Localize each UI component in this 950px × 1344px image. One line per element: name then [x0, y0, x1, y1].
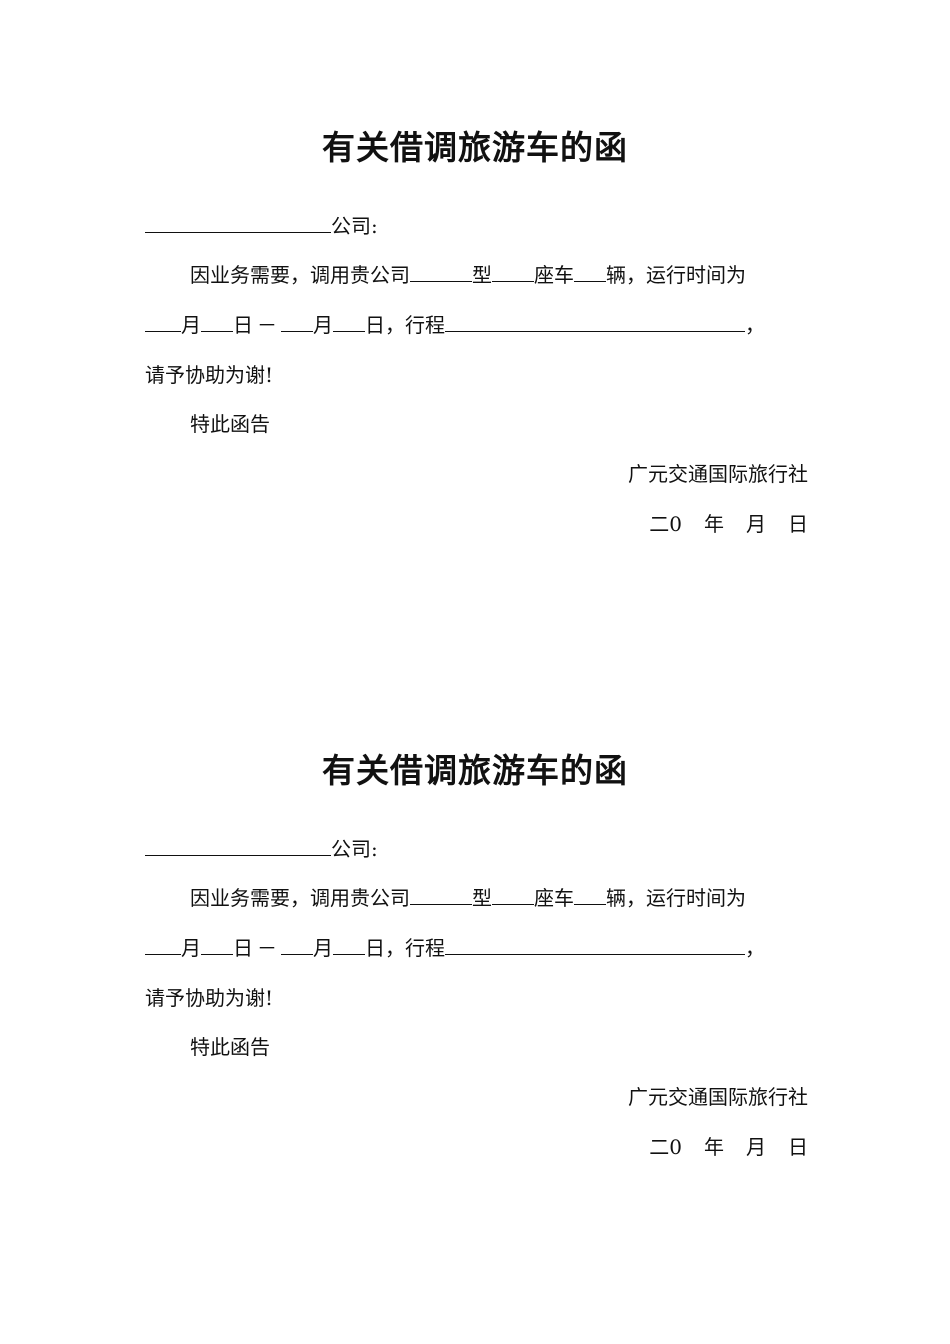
start-month-blank — [145, 311, 181, 332]
seat-unit: 座车 — [534, 263, 574, 287]
addressee-suffix: 公司: — [331, 837, 378, 861]
end-month-blank — [281, 934, 313, 955]
vehicle-count-blank — [574, 261, 606, 282]
model-blank — [410, 261, 472, 282]
closing-text: 特此函告 — [190, 412, 270, 436]
signature-org: 广元交通国际旅行社 — [628, 462, 808, 486]
start-day-blank — [201, 311, 233, 332]
start-month-label: 月 — [181, 313, 201, 337]
signature-org: 广元交通国际旅行社 — [628, 1085, 808, 1109]
addressee-line: 公司: — [145, 212, 810, 240]
body-line-2: 月 日－ 月 日，行程 ， — [145, 311, 810, 339]
itinerary-blank — [445, 311, 745, 332]
trailing-comma: ， — [745, 313, 765, 337]
body-intro: 因业务需要，调用贵公司 — [190, 263, 410, 287]
date-prefix: 二0 — [649, 1135, 682, 1159]
letter-1: 有关借调旅游车的函 公司: 因业务需要，调用贵公司型座车辆，运行时间为 月日－月… — [0, 0, 950, 536]
vehicle-count-blank — [574, 884, 606, 905]
date-prefix: 二0 — [649, 512, 682, 536]
date-line: 二0 年月日 — [500, 1133, 808, 1161]
letter-title: 有关借调旅游车的函 — [322, 751, 628, 790]
itinerary-label: 日，行程 — [365, 313, 445, 337]
body-line-1: 因业务需要，调用贵公司 型 座车 辆，运行时间为 — [190, 261, 810, 289]
model-unit: 型 — [472, 886, 492, 910]
start-day-label: 日 — [233, 313, 253, 337]
model-unit: 型 — [472, 263, 492, 287]
itinerary-label: 日，行程 — [365, 936, 445, 960]
end-month-label: 月 — [313, 313, 333, 337]
date-month: 月 — [746, 512, 766, 536]
vehicle-unit: 辆，运行时间为 — [606, 886, 746, 910]
date-day: 日 — [788, 1135, 808, 1159]
date-year: 年 — [704, 512, 724, 536]
start-day-blank — [201, 934, 233, 955]
start-month-label: 月 — [181, 936, 201, 960]
itinerary-blank — [445, 934, 745, 955]
body-line-3: 请予协助为谢! — [145, 363, 274, 387]
model-blank — [410, 884, 472, 905]
date-year: 年 — [704, 1135, 724, 1159]
body-intro: 因业务需要，调用贵公司 — [190, 886, 410, 910]
company-blank — [145, 212, 331, 233]
end-day-blank — [333, 934, 365, 955]
addressee-suffix: 公司: — [331, 214, 378, 238]
body-line-1: 因业务需要，调用贵公司 型 座车 辆，运行时间为 — [190, 884, 810, 912]
date-line: 二0 年月日 — [500, 510, 808, 538]
addressee-line: 公司: — [145, 835, 810, 863]
letter-2: 有关借调旅游车的函 公司: 因业务需要，调用贵公司型座车辆，运行时间为 月日－月… — [0, 623, 950, 1159]
end-day-blank — [333, 311, 365, 332]
body-line-3: 请予协助为谢! — [145, 986, 274, 1010]
seats-blank — [492, 261, 534, 282]
seats-blank — [492, 884, 534, 905]
end-month-label: 月 — [313, 936, 333, 960]
trailing-comma: ， — [745, 936, 765, 960]
date-day: 日 — [788, 512, 808, 536]
seat-unit: 座车 — [534, 886, 574, 910]
body-line-2: 月 日－ 月 日，行程 ， — [145, 934, 810, 962]
date-month: 月 — [746, 1135, 766, 1159]
closing-text: 特此函告 — [190, 1035, 270, 1059]
date-range-dash: － — [257, 936, 277, 960]
date-range-dash: － — [257, 313, 277, 337]
end-month-blank — [281, 311, 313, 332]
letter-title: 有关借调旅游车的函 — [322, 128, 628, 167]
start-month-blank — [145, 934, 181, 955]
company-blank — [145, 835, 331, 856]
start-day-label: 日 — [233, 936, 253, 960]
vehicle-unit: 辆，运行时间为 — [606, 263, 746, 287]
